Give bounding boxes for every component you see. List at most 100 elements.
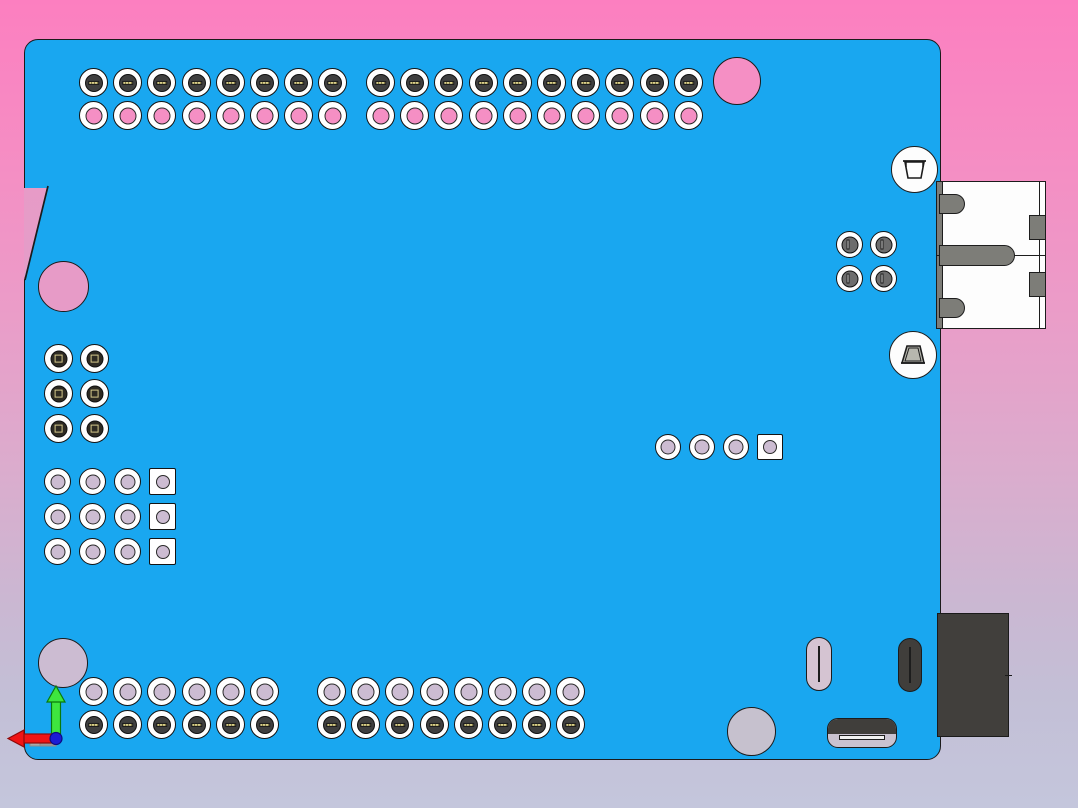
left-pad-matrix-r2c1[interactable] [44, 503, 71, 530]
power-header-lower-left-pin-1-row2[interactable] [79, 710, 108, 739]
digital-header-upper-right-pin-5-row1[interactable] [503, 68, 532, 97]
icsp2-header-pads-r1c1[interactable] [44, 344, 73, 373]
icsp1-header-pads-r1c2[interactable] [870, 231, 897, 258]
dc-barrel-power-jack[interactable] [937, 613, 1012, 737]
analog-header-lower-right-pin-1-row2[interactable] [317, 710, 346, 739]
icsp2-header-pads-r1c2[interactable] [80, 344, 109, 373]
digital-header-upper-left-pin-8-row1[interactable] [318, 68, 347, 97]
power-header-lower-left-pin-2-row2[interactable] [113, 710, 142, 739]
icsp2-header-pads-r3c1[interactable] [44, 414, 73, 443]
digital-header-upper-right-pin-10-row2[interactable] [674, 101, 703, 130]
left-pad-matrix-r2c4[interactable] [149, 503, 176, 530]
analog-header-lower-right-pin-4-row2[interactable] [420, 710, 449, 739]
digital-header-upper-left-pin-3-row2[interactable] [147, 101, 176, 130]
left-pad-matrix-r1c4[interactable] [149, 468, 176, 495]
left-pad-matrix-r3c4[interactable] [149, 538, 176, 565]
left-pad-matrix-r2c2[interactable] [79, 503, 106, 530]
left-pad-matrix-r1c2[interactable] [79, 468, 106, 495]
power-header-lower-left-pin-4-row1[interactable] [182, 677, 211, 706]
power-header-lower-left-pin-6-row2[interactable] [250, 710, 279, 739]
digital-header-upper-left-pin-6-row1[interactable] [250, 68, 279, 97]
digital-header-upper-right-pin-9-row1[interactable] [640, 68, 669, 97]
digital-header-upper-right-pin-8-row1[interactable] [605, 68, 634, 97]
digital-header-upper-left-pin-8-row2[interactable] [318, 101, 347, 130]
analog-header-lower-right-pin-2-row2[interactable] [351, 710, 380, 739]
component-marker-lower[interactable] [889, 331, 937, 379]
digital-header-upper-left-pin-7-row1[interactable] [284, 68, 313, 97]
component-marker-upper[interactable] [891, 146, 938, 193]
analog-header-lower-right-pin-5-row1[interactable] [454, 677, 483, 706]
digital-header-upper-left-pin-4-row1[interactable] [182, 68, 211, 97]
center-pad-row-pad-1[interactable] [655, 434, 681, 460]
digital-header-upper-right-pin-5-row2[interactable] [503, 101, 532, 130]
left-pad-matrix-r2c3[interactable] [114, 503, 141, 530]
power-header-lower-left-pin-6-row1[interactable] [250, 677, 279, 706]
digital-header-upper-left-pin-5-row1[interactable] [216, 68, 245, 97]
digital-header-upper-left-pin-1-row2[interactable] [79, 101, 108, 130]
left-pad-matrix-r3c1[interactable] [44, 538, 71, 565]
digital-header-upper-right-pin-1-row2[interactable] [366, 101, 395, 130]
left-pad-matrix-r1c3[interactable] [114, 468, 141, 495]
usb-type-b-connector[interactable] [936, 181, 1046, 329]
center-pad-row-pad-4[interactable] [757, 434, 783, 460]
digital-header-upper-right-pin-6-row1[interactable] [537, 68, 566, 97]
icsp2-header-pads-r2c1[interactable] [44, 379, 73, 408]
power-header-lower-left-pin-1-row1[interactable] [79, 677, 108, 706]
origin-axis-indicator[interactable]: X Y [0, 676, 80, 766]
analog-header-lower-right-pin-6-row1[interactable] [488, 677, 517, 706]
digital-header-upper-right-pin-7-row2[interactable] [571, 101, 600, 130]
analog-header-lower-right-pin-5-row2[interactable] [454, 710, 483, 739]
digital-header-upper-right-pin-10-row1[interactable] [674, 68, 703, 97]
digital-header-upper-right-pin-3-row1[interactable] [434, 68, 463, 97]
mounting-hole-bottom-right[interactable] [727, 707, 776, 756]
digital-header-upper-right-pin-1-row1[interactable] [366, 68, 395, 97]
analog-header-lower-right-pin-4-row1[interactable] [420, 677, 449, 706]
icsp1-header-pads-r1c1[interactable] [836, 231, 863, 258]
analog-header-lower-right-pin-8-row1[interactable] [556, 677, 585, 706]
mounting-hole-left[interactable] [38, 261, 89, 312]
regulator-pad[interactable] [827, 718, 897, 748]
arduino-uno-pcb[interactable] [24, 39, 941, 760]
analog-header-lower-right-pin-3-row1[interactable] [385, 677, 414, 706]
power-header-lower-left-pin-5-row1[interactable] [216, 677, 245, 706]
power-header-lower-left-pin-2-row1[interactable] [113, 677, 142, 706]
analog-header-lower-right-pin-7-row2[interactable] [522, 710, 551, 739]
center-pad-row-pad-2[interactable] [689, 434, 715, 460]
digital-header-upper-left-pin-6-row2[interactable] [250, 101, 279, 130]
reset-slot-pad[interactable] [806, 637, 832, 691]
center-pad-row-pad-3[interactable] [723, 434, 749, 460]
icsp1-header-pads-r2c1[interactable] [836, 265, 863, 292]
digital-header-upper-left-pin-7-row2[interactable] [284, 101, 313, 130]
crystal-slot-pad[interactable] [898, 638, 922, 692]
left-pad-matrix-r1c1[interactable] [44, 468, 71, 495]
digital-header-upper-right-pin-6-row2[interactable] [537, 101, 566, 130]
mounting-hole-top-right[interactable] [713, 57, 761, 105]
digital-header-upper-left-pin-2-row1[interactable] [113, 68, 142, 97]
power-header-lower-left-pin-3-row2[interactable] [147, 710, 176, 739]
digital-header-upper-right-pin-7-row1[interactable] [571, 68, 600, 97]
power-header-lower-left-pin-3-row1[interactable] [147, 677, 176, 706]
digital-header-upper-right-pin-8-row2[interactable] [605, 101, 634, 130]
mounting-hole-bottom-left[interactable] [38, 638, 88, 688]
analog-header-lower-right-pin-1-row1[interactable] [317, 677, 346, 706]
digital-header-upper-left-pin-1-row1[interactable] [79, 68, 108, 97]
digital-header-upper-right-pin-2-row1[interactable] [400, 68, 429, 97]
analog-header-lower-right-pin-8-row2[interactable] [556, 710, 585, 739]
icsp1-header-pads-r2c2[interactable] [870, 265, 897, 292]
digital-header-upper-left-pin-5-row2[interactable] [216, 101, 245, 130]
left-pad-matrix-r3c2[interactable] [79, 538, 106, 565]
digital-header-upper-left-pin-2-row2[interactable] [113, 101, 142, 130]
digital-header-upper-right-pin-4-row1[interactable] [469, 68, 498, 97]
icsp2-header-pads-r3c2[interactable] [80, 414, 109, 443]
analog-header-lower-right-pin-7-row1[interactable] [522, 677, 551, 706]
icsp2-header-pads-r2c2[interactable] [80, 379, 109, 408]
left-pad-matrix-r3c3[interactable] [114, 538, 141, 565]
power-header-lower-left-pin-5-row2[interactable] [216, 710, 245, 739]
digital-header-upper-right-pin-3-row2[interactable] [434, 101, 463, 130]
analog-header-lower-right-pin-3-row2[interactable] [385, 710, 414, 739]
digital-header-upper-left-pin-4-row2[interactable] [182, 101, 211, 130]
digital-header-upper-right-pin-2-row2[interactable] [400, 101, 429, 130]
digital-header-upper-right-pin-4-row2[interactable] [469, 101, 498, 130]
digital-header-upper-left-pin-3-row1[interactable] [147, 68, 176, 97]
